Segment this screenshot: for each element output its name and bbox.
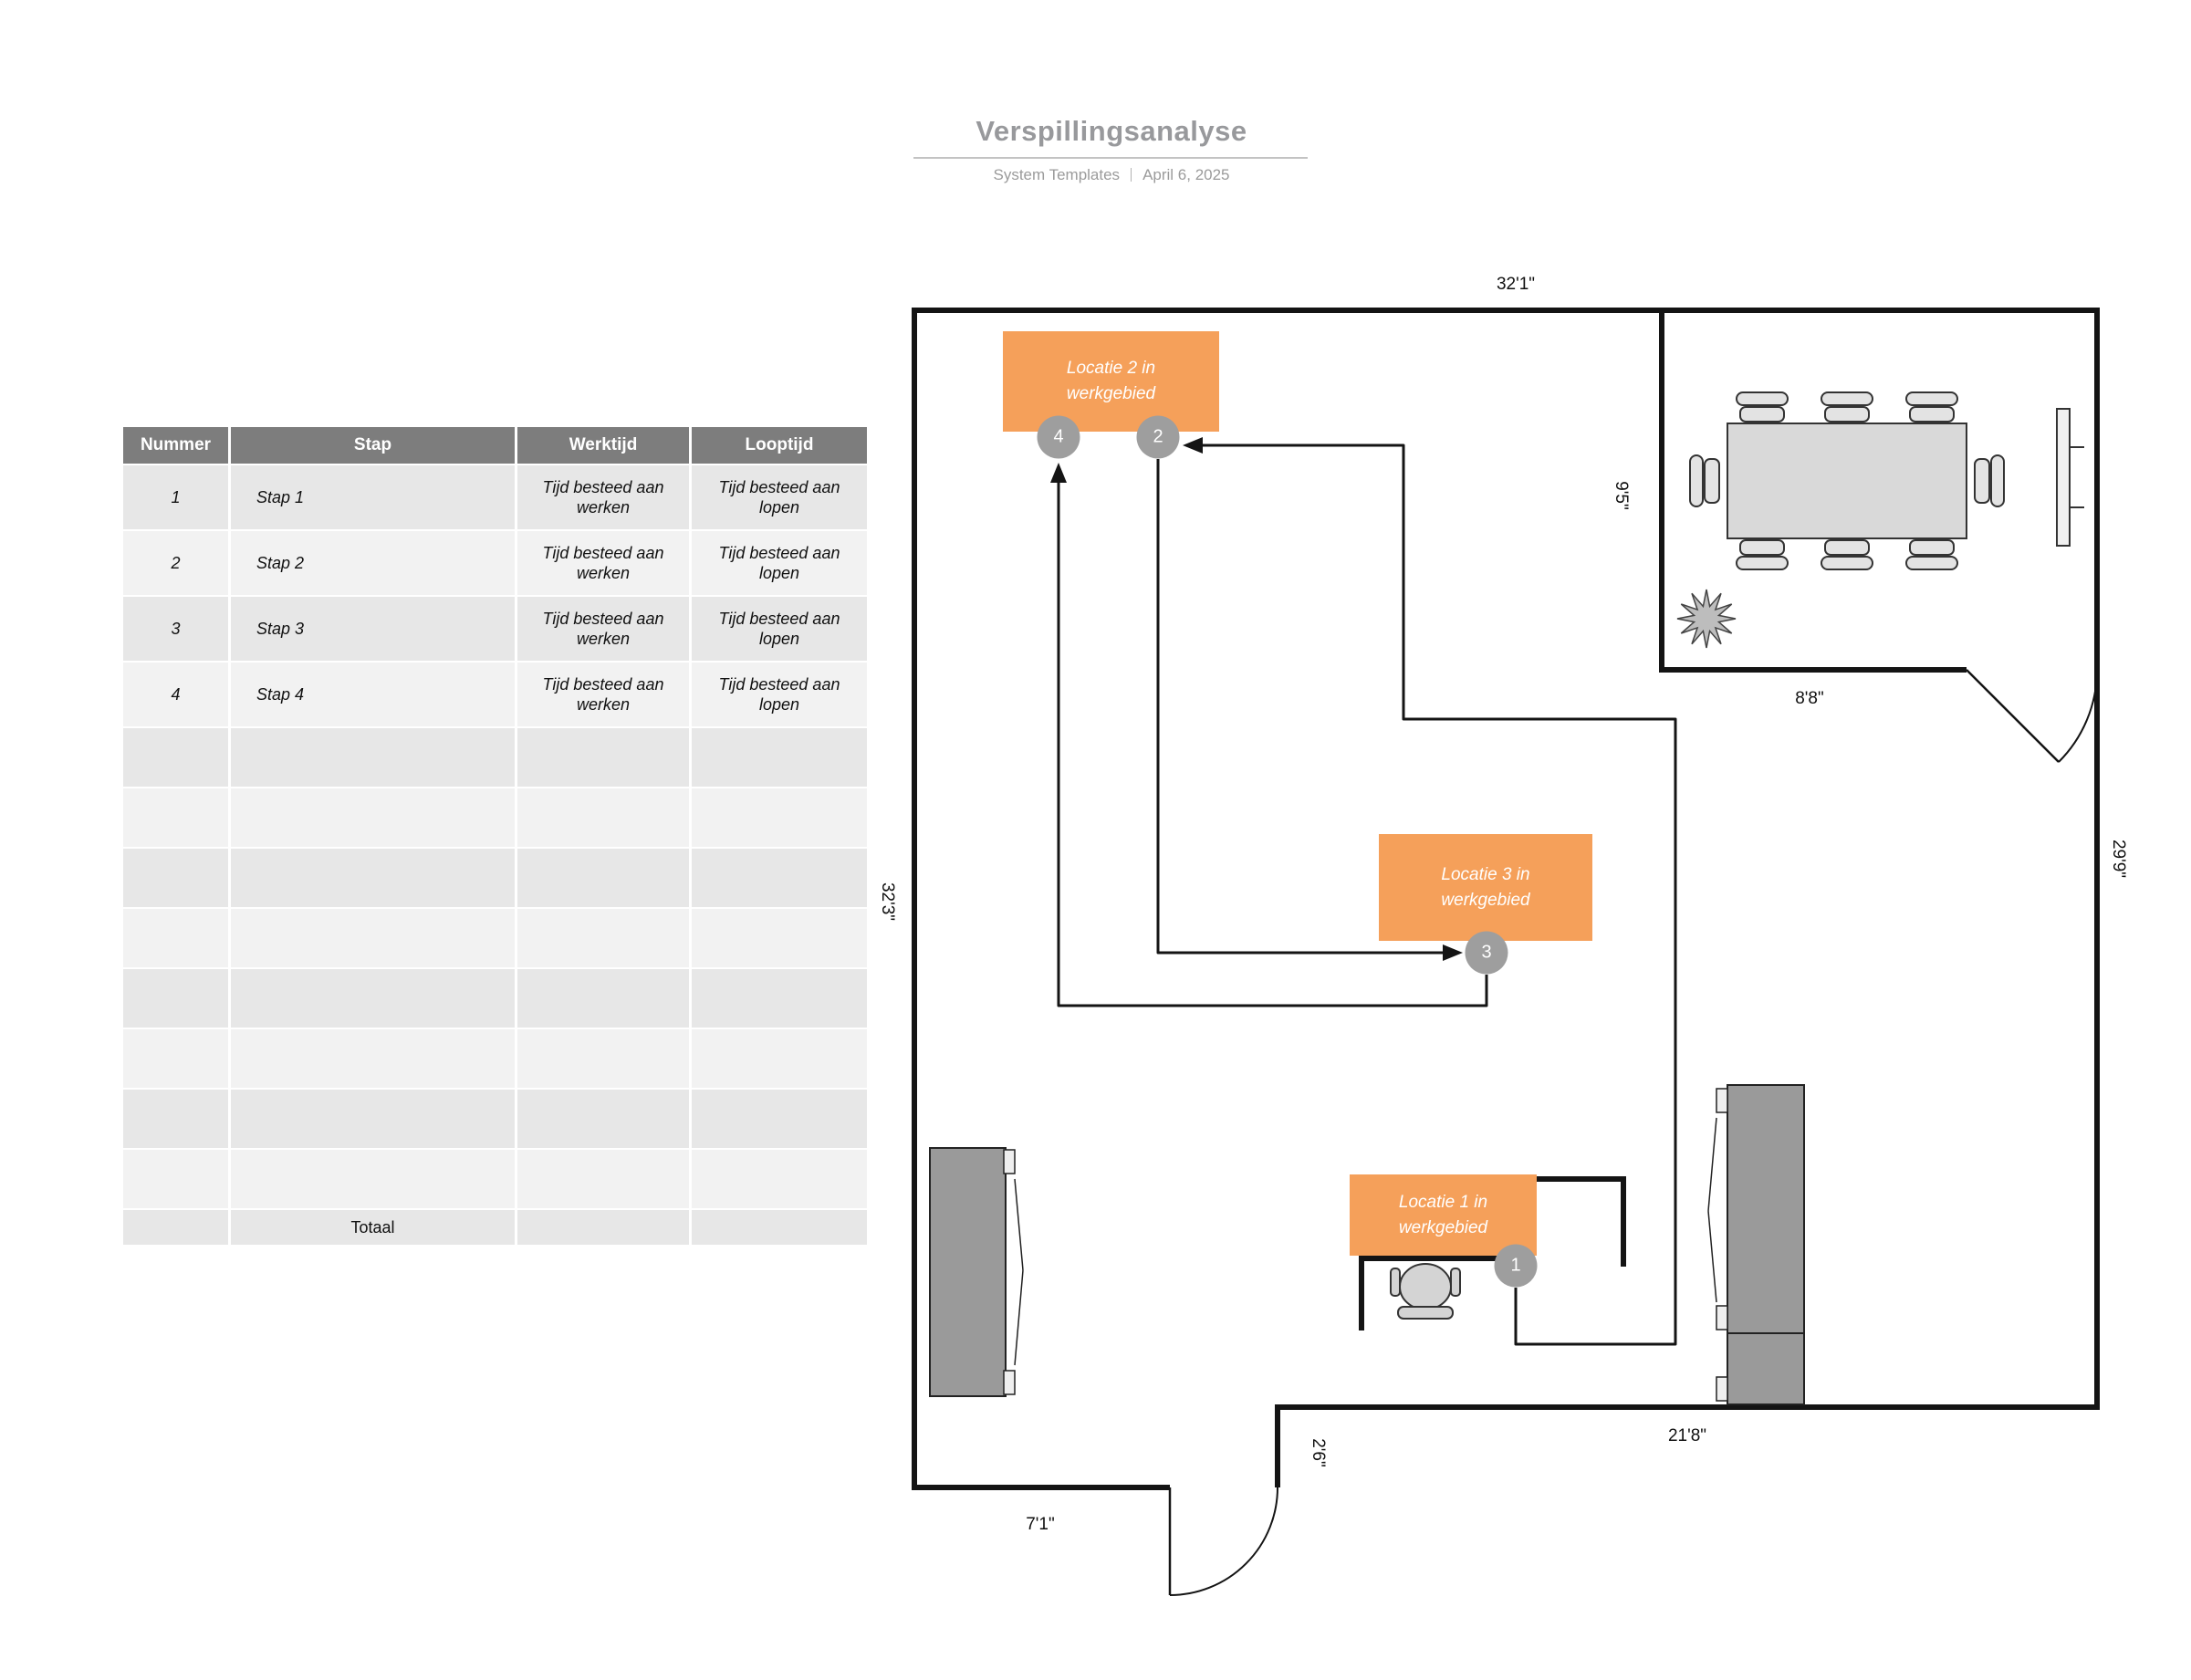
cell-werktijd: Tijd besteed aan werken (517, 531, 692, 597)
empty-table-row (123, 1090, 867, 1150)
empty-table-row (123, 849, 867, 909)
cell-werktijd: Tijd besteed aan werken (517, 465, 692, 531)
empty-table-row (123, 909, 867, 969)
meeting-room-door-leaf (1966, 669, 2060, 763)
plant (1676, 589, 1737, 649)
column-header-nummer: Nummer (123, 427, 231, 465)
flow-path-1-to-2 (1183, 437, 1677, 1346)
subtitle-brand: System Templates (993, 166, 1121, 183)
flow-path-2-to-3 (1156, 459, 1463, 961)
location-2-label: Locatie 2 in werkgebied (1066, 359, 1156, 403)
dimension-meeting-bottom: 8'8" (1795, 689, 1824, 708)
page-title: Verspillingsanalyse (976, 115, 1247, 147)
empty-table-row (123, 969, 867, 1029)
conference-table (1727, 423, 1967, 539)
waste-analysis-table: Nummer Stap Werktijd Looptijd 1 Stap 1 T… (123, 427, 867, 1247)
dimension-top: 32'1" (1496, 275, 1536, 294)
dimension-bottom-left: 7'1" (1026, 1515, 1055, 1534)
cell-nummer: 4 (123, 663, 231, 728)
empty-table-row (123, 1150, 867, 1210)
column-header-stap: Stap (231, 427, 517, 465)
subtitle-divider (1131, 168, 1132, 182)
cell-stap: Stap 2 (231, 531, 517, 597)
flow-path-3-to-4 (1050, 463, 1488, 1007)
table-row: 2 Stap 2 Tijd besteed aan werken Tijd be… (123, 531, 867, 597)
chair (1689, 391, 2005, 570)
outer-wall (912, 308, 2100, 1490)
total-label: Totaal (231, 1210, 517, 1247)
meeting-room-wall (1659, 310, 1967, 673)
table-row: 1 Stap 1 Tijd besteed aan werken Tijd be… (123, 465, 867, 531)
dimension-meeting-left: 9'5" (1612, 481, 1631, 510)
cell-looptijd: Tijd besteed aan lopen (692, 531, 867, 597)
empty-table-row (123, 728, 867, 788)
table-row: 3 Stap 3 Tijd besteed aan werken Tijd be… (123, 597, 867, 663)
cell-looptijd: Tijd besteed aan lopen (692, 597, 867, 663)
cell-werktijd: Tijd besteed aan werken (517, 663, 692, 728)
title-underline (913, 157, 1308, 159)
subtitle-date: April 6, 2025 (1142, 166, 1230, 183)
column-header-looptijd: Looptijd (692, 427, 867, 465)
table-header-row: Nummer Stap Werktijd Looptijd (123, 427, 867, 465)
floorplan (912, 308, 2100, 1596)
location-3-label: Locatie 3 in werkgebied (1441, 864, 1530, 910)
cell-nummer: 3 (123, 597, 231, 663)
cell-nummer: 2 (123, 531, 231, 597)
cell-werktijd: Tijd besteed aan werken (517, 597, 692, 663)
office-chair (1390, 1263, 1461, 1320)
cabinet-right (1707, 1084, 1805, 1405)
cell-stap: Stap 1 (231, 465, 517, 531)
whiteboard (2056, 408, 2084, 547)
cell-looptijd: Tijd besteed aan lopen (692, 663, 867, 728)
dimension-left: 32'3" (878, 882, 897, 922)
cell-stap: Stap 4 (231, 663, 517, 728)
cell-looptijd: Tijd besteed aan lopen (692, 465, 867, 531)
location-1-label: Locatie 1 in werkgebied (1398, 1192, 1488, 1237)
desk (1359, 1176, 1626, 1330)
dimension-bottom-right: 21'8" (1667, 1426, 1707, 1445)
location-1-box: Locatie 1 in werkgebied (1350, 1174, 1537, 1256)
location-2-box: Locatie 2 in werkgebied (1003, 331, 1219, 432)
entrance-door-arc (1169, 1487, 1278, 1596)
dimension-right: 29'9" (2109, 839, 2128, 879)
table-row: 4 Stap 4 Tijd besteed aan werken Tijd be… (123, 663, 867, 728)
total-row: Totaal (123, 1210, 867, 1247)
cell-nummer: 1 (123, 465, 231, 531)
step-marker-4: 4 (1037, 415, 1080, 459)
empty-table-row (123, 788, 867, 849)
dimension-notch: 2'6" (1309, 1438, 1328, 1467)
step-marker-3: 3 (1465, 931, 1508, 975)
step-marker-1: 1 (1494, 1244, 1538, 1288)
column-header-werktijd: Werktijd (517, 427, 692, 465)
cell-stap: Stap 3 (231, 597, 517, 663)
meeting-room-door-arc (2058, 669, 2098, 763)
location-3-box: Locatie 3 in werkgebied (1379, 834, 1592, 941)
cabinet-left (929, 1147, 1024, 1397)
subtitle: System Templates April 6, 2025 (838, 166, 1385, 184)
empty-table-row (123, 1029, 867, 1090)
step-marker-2: 2 (1136, 415, 1180, 459)
